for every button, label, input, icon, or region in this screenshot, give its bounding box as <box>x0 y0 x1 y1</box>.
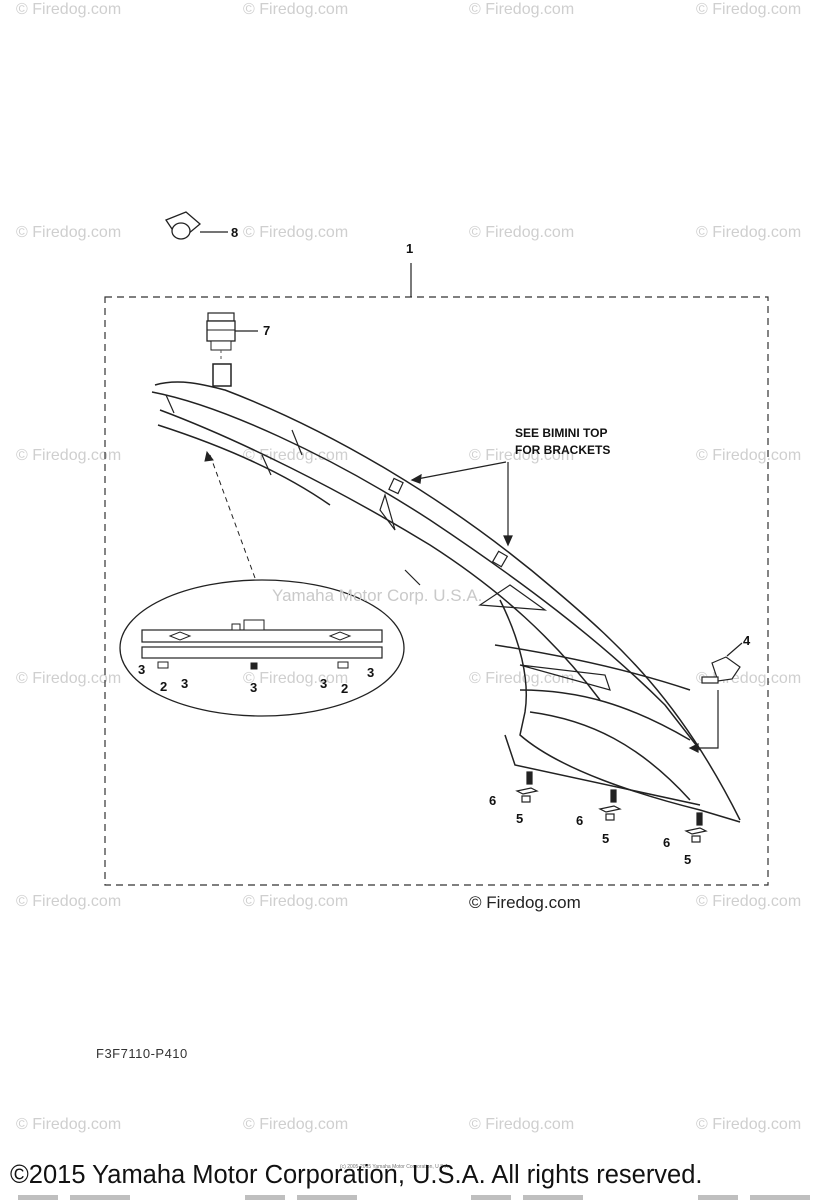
watermark-text: © Firedog.com <box>243 447 349 464</box>
bracket-icon <box>388 477 509 568</box>
part-7-cap-icon <box>206 312 258 362</box>
center-watermark: Yamaha Motor Corp. U.S.A. <box>272 586 483 605</box>
callout-5: 5 <box>684 852 692 867</box>
tiny-copyright: (c) 2005-2015 Yamaha Motor Corporation, … <box>340 1164 450 1170</box>
watermark-text: © Firedog.com <box>469 224 575 241</box>
bimini-note: SEE BIMINI TOP FOR BRACKETS <box>515 425 610 459</box>
diagram-part-code: F3F7110-P410 <box>96 1046 188 1061</box>
callout-1: 1 <box>406 241 414 256</box>
callout-5: 5 <box>602 831 610 846</box>
watermark-text: © Firedog.com <box>243 224 349 241</box>
copyright-notice: ©2015 Yamaha Motor Corporation, U.S.A. A… <box>10 1161 703 1189</box>
part-4-knob-icon <box>688 642 743 753</box>
detail-view <box>119 450 405 717</box>
watermark-text: © Firedog.com <box>243 1116 349 1133</box>
bimini-note-line1: SEE BIMINI TOP <box>515 426 608 440</box>
watermark-text: © Firedog.com <box>16 224 122 241</box>
bimini-note-line2: FOR BRACKETS <box>515 443 611 457</box>
watermark-text: © Firedog.com <box>469 447 575 464</box>
watermark-text: © Firedog.com <box>469 1 575 18</box>
callout-3: 3 <box>181 676 189 691</box>
tower-frame <box>151 363 741 823</box>
callout-2: 2 <box>341 681 349 696</box>
watermark-text: © Firedog.com <box>696 447 802 464</box>
callout-6: 6 <box>663 835 671 850</box>
callout-6: 6 <box>576 813 584 828</box>
part-8-grommet-icon <box>165 211 228 240</box>
callout-3: 3 <box>367 665 375 680</box>
callout-3: 3 <box>250 680 258 695</box>
watermark-text: © Firedog.com <box>16 670 122 687</box>
watermark-text: © Firedog.com <box>16 447 122 464</box>
firedog-credit: © Firedog.com <box>469 893 581 912</box>
callout-8: 8 <box>231 225 239 240</box>
callout-3: 3 <box>320 676 328 691</box>
cut-off-watermark-strip <box>18 1195 810 1200</box>
watermark-text: © Firedog.com <box>696 1116 802 1133</box>
watermark-text: © Firedog.com <box>16 1116 122 1133</box>
watermark-text: © Firedog.com <box>696 893 802 910</box>
stud-icon <box>515 771 708 843</box>
watermark-text: © Firedog.com <box>16 893 122 910</box>
watermark-text: © Firedog.com <box>243 670 349 687</box>
watermark-text: © Firedog.com <box>469 670 575 687</box>
callout-2: 2 <box>160 679 168 694</box>
callout-3: 3 <box>138 662 146 677</box>
watermark-text: © Firedog.com <box>243 893 349 910</box>
assembly-box <box>104 296 769 886</box>
callout-7: 7 <box>263 323 271 338</box>
callout-6: 6 <box>489 793 497 808</box>
watermark-text: © Firedog.com <box>696 224 802 241</box>
watermark-text: © Firedog.com <box>16 1 122 18</box>
watermark-text: © Firedog.com <box>696 1 802 18</box>
callout-4: 4 <box>743 633 751 648</box>
watermark-text: © Firedog.com <box>243 1 349 18</box>
note-arrows <box>410 461 513 547</box>
watermark-text: © Firedog.com <box>469 1116 575 1133</box>
callout-5: 5 <box>516 811 524 826</box>
